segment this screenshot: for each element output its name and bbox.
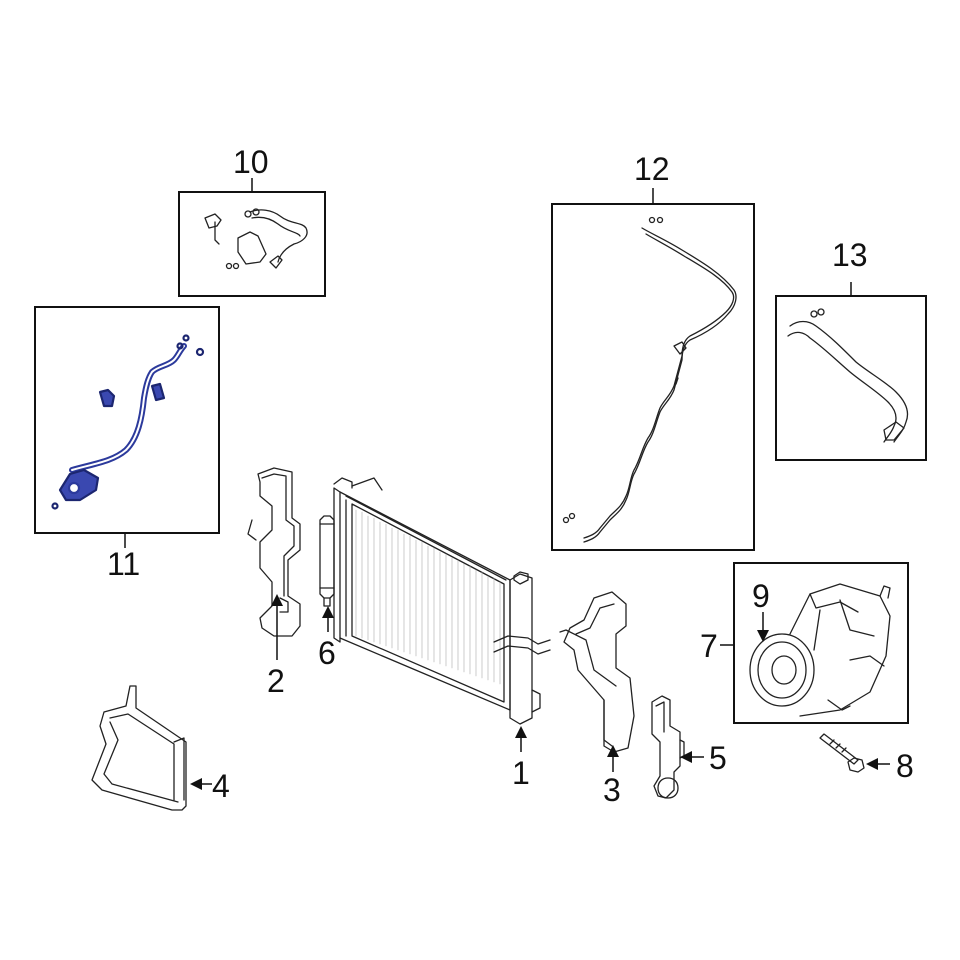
air-guide-left-drawing bbox=[247, 467, 301, 637]
bolt-drawing bbox=[819, 733, 865, 773]
part-6-group[interactable] bbox=[319, 515, 335, 632]
part-13-group[interactable] bbox=[775, 282, 927, 461]
part-11-group[interactable] bbox=[34, 306, 220, 548]
callout-10: 10 bbox=[233, 144, 269, 180]
part-10-group[interactable] bbox=[178, 178, 326, 297]
callout-2: 2 bbox=[267, 663, 285, 699]
part-10-hose-drawing bbox=[204, 208, 308, 270]
compressor-drawing bbox=[749, 583, 891, 717]
air-guide-lower-drawing bbox=[91, 685, 187, 811]
part-12-frame bbox=[551, 203, 755, 551]
part-13-frame bbox=[775, 295, 927, 461]
callout-8: 8 bbox=[896, 748, 914, 784]
part-10-frame bbox=[178, 191, 326, 297]
callout-5: 5 bbox=[709, 740, 727, 776]
callout-11: 11 bbox=[107, 546, 140, 582]
callout-12: 12 bbox=[634, 151, 670, 187]
receiver-drier-drawing bbox=[319, 515, 335, 607]
part-12-group[interactable] bbox=[551, 188, 755, 551]
part-11-hose-drawing bbox=[51, 334, 205, 510]
air-guide-right-drawing bbox=[559, 591, 635, 753]
part-7-frame bbox=[733, 562, 909, 724]
callout-6: 6 bbox=[318, 635, 336, 671]
part-13-hose-drawing bbox=[787, 308, 909, 443]
callout-9: 9 bbox=[752, 578, 770, 614]
callout-13: 13 bbox=[832, 237, 868, 273]
callout-7: 7 bbox=[700, 628, 718, 664]
part-8-group[interactable] bbox=[819, 733, 890, 773]
part-2-group[interactable] bbox=[247, 467, 301, 660]
part-5-group[interactable] bbox=[651, 695, 704, 799]
callout-1: 1 bbox=[512, 755, 530, 791]
part-1-group[interactable] bbox=[333, 477, 551, 752]
part-4-group[interactable] bbox=[91, 685, 212, 811]
bracket-drawing bbox=[651, 695, 685, 799]
callout-3: 3 bbox=[603, 772, 621, 808]
condenser-drawing bbox=[333, 477, 551, 725]
part-7-group[interactable] bbox=[720, 562, 909, 724]
part-12-pipe-drawing bbox=[562, 216, 737, 543]
part-3-group[interactable] bbox=[559, 591, 635, 772]
callout-4: 4 bbox=[212, 768, 230, 804]
part-9-group[interactable] bbox=[757, 612, 769, 642]
part-11-frame bbox=[34, 306, 220, 534]
